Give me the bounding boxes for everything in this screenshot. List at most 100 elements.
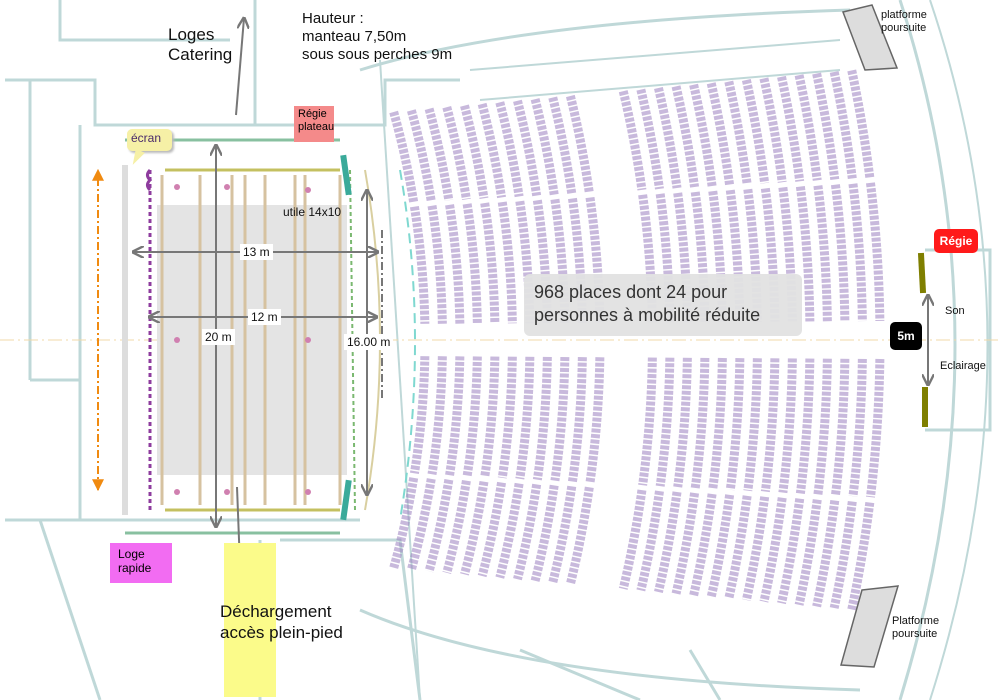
regie-plateau-line1: Régie xyxy=(298,108,327,120)
seat-row xyxy=(759,497,787,603)
seat-row xyxy=(480,202,500,324)
seat-row xyxy=(407,478,436,571)
seat-row xyxy=(760,358,780,493)
loge-rapide-zone: Loge rapide xyxy=(110,543,172,583)
eclairage-label: Eclairage xyxy=(940,360,986,372)
seat-row xyxy=(812,500,840,608)
seat-row xyxy=(741,79,770,184)
seat-row xyxy=(550,198,570,324)
acces-label: accès plein-pied xyxy=(220,623,343,642)
seat-row xyxy=(689,493,717,597)
seat-row xyxy=(460,104,489,200)
seat-row xyxy=(407,109,436,202)
dim-12m: 12 m xyxy=(248,309,281,325)
seat-row xyxy=(671,85,700,188)
seat-row xyxy=(513,99,542,197)
regie-badge: Régie xyxy=(934,229,978,253)
seat-row xyxy=(566,486,594,586)
seat-row xyxy=(442,480,471,574)
seat-row xyxy=(566,94,594,194)
capacity-line1: 968 places dont 24 pour xyxy=(534,282,728,302)
seat-row xyxy=(725,358,745,491)
seat-row xyxy=(830,184,850,322)
platform-top-line1: platforme xyxy=(881,9,927,21)
control-wall-top xyxy=(917,252,927,294)
seat-row xyxy=(445,204,465,324)
seat-row xyxy=(671,492,700,595)
platform-bottom-line1: Platforme xyxy=(892,615,940,627)
seat-row xyxy=(690,357,710,489)
dim-16m: 16.00 m xyxy=(344,334,394,350)
platform-top xyxy=(841,4,899,71)
seat-row xyxy=(795,358,815,495)
dechargement-zone xyxy=(224,543,276,697)
seat-row xyxy=(673,357,692,488)
capacity-callout: 968 places dont 24 pour personnes à mobi… xyxy=(524,274,802,336)
platform-bottom xyxy=(840,585,900,668)
seat-row xyxy=(495,101,524,198)
regie-label: Régie xyxy=(939,234,973,248)
seat-row xyxy=(848,358,867,497)
ecran-callout: écran xyxy=(127,129,172,151)
seat-row xyxy=(636,490,664,592)
seat-row xyxy=(812,72,840,180)
seat-row xyxy=(532,356,552,481)
catering-label: Catering xyxy=(168,45,233,64)
seat-row xyxy=(866,182,885,322)
seat-row xyxy=(847,69,875,179)
seat-row xyxy=(389,477,419,570)
seat-row xyxy=(477,481,506,578)
hauteur-label: Hauteur : xyxy=(302,10,364,27)
son-label: Son xyxy=(945,305,965,317)
seat-row xyxy=(866,358,885,498)
seat-row xyxy=(777,75,805,182)
seat-row xyxy=(460,480,489,576)
seat-row xyxy=(427,356,447,475)
seat-row xyxy=(743,358,762,492)
seat-row xyxy=(477,102,506,199)
dim-5m-badge: 5m xyxy=(890,322,922,350)
seat-row xyxy=(618,489,647,590)
seat-row xyxy=(530,484,559,582)
seat-row xyxy=(829,500,857,609)
seat-row xyxy=(724,80,752,185)
seat-row xyxy=(847,501,875,611)
seat-row xyxy=(462,203,482,324)
seat-row xyxy=(462,356,482,477)
seat-row xyxy=(515,356,535,480)
seat-row xyxy=(741,496,770,601)
seat-row xyxy=(794,499,822,606)
loges-label: Loges xyxy=(168,25,215,44)
seat-row xyxy=(794,74,822,181)
seat-row xyxy=(706,494,735,598)
seat-row xyxy=(480,356,500,478)
manteau-label: manteau 7,50m xyxy=(302,28,407,45)
seat-row xyxy=(706,82,735,186)
seat-row xyxy=(848,183,867,322)
seat-row xyxy=(409,205,430,324)
dim-5m-label: 5m xyxy=(897,329,915,343)
seat-row xyxy=(497,201,517,324)
seat-row xyxy=(830,358,850,496)
seat-row xyxy=(795,185,815,322)
capacity-line2: personnes à mobilité réduite xyxy=(534,304,761,325)
seat-row xyxy=(442,106,471,200)
seat-row xyxy=(638,357,657,486)
regie-plateau-line2: plateau xyxy=(298,121,335,134)
seat-row xyxy=(497,356,517,479)
seat-row xyxy=(548,96,577,195)
platform-bottom-line2: poursuite xyxy=(892,628,938,640)
dim-13m: 13 m xyxy=(240,244,273,260)
seat-row xyxy=(530,98,559,196)
seat-row xyxy=(778,358,797,494)
ecran-label: écran xyxy=(131,131,162,145)
seat-row xyxy=(618,90,647,191)
seat-row xyxy=(495,482,524,579)
seat-row xyxy=(829,71,857,180)
seat-row xyxy=(445,356,465,476)
dechargement-label: Déchargement xyxy=(220,602,332,621)
seat-row xyxy=(424,479,454,573)
platform-top-line2: poursuite xyxy=(881,22,927,34)
control-wall-bottom xyxy=(922,387,928,427)
